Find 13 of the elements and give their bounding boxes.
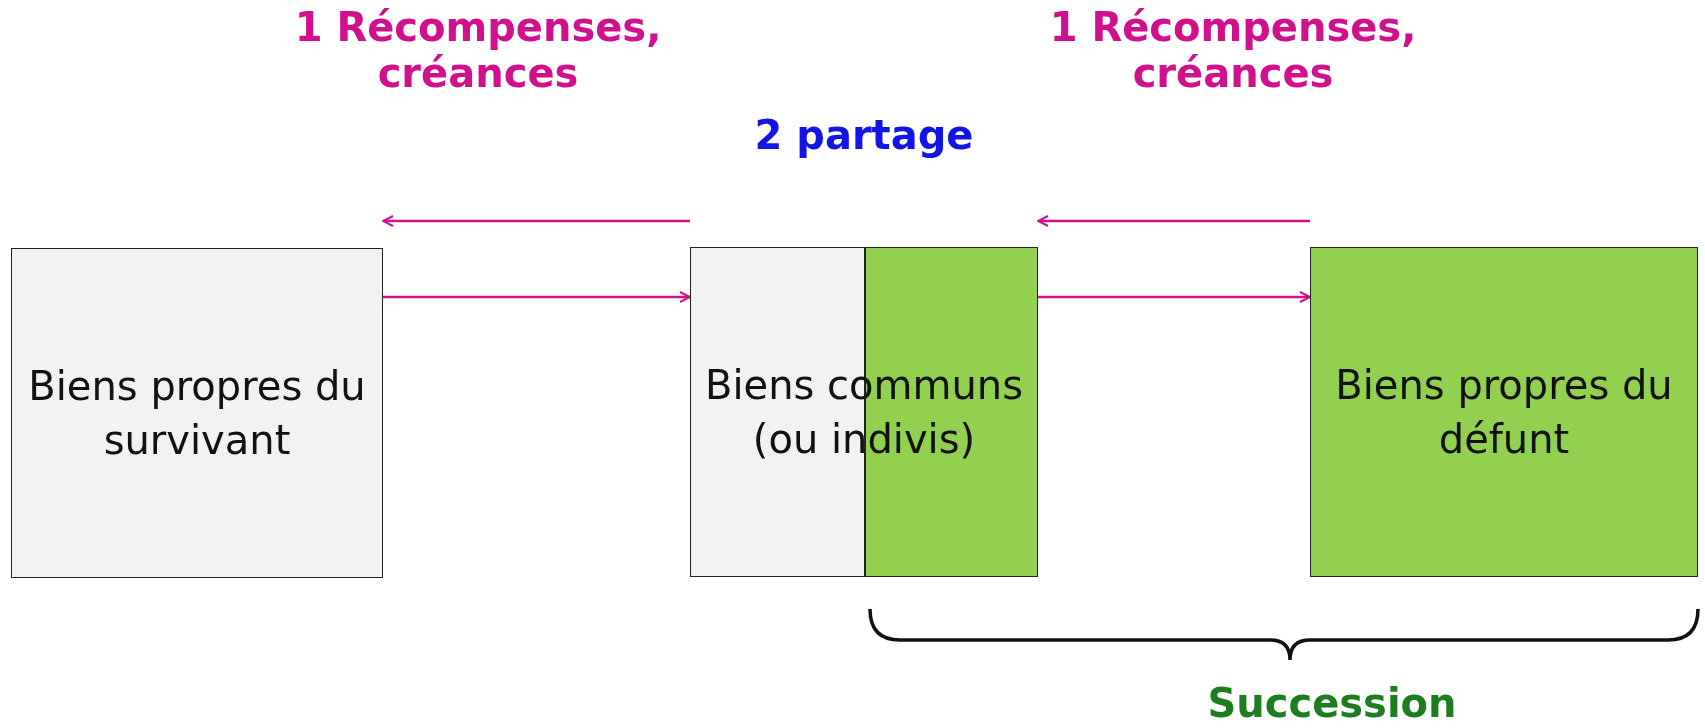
- box-text: Biens propres du défunt: [1334, 361, 1674, 464]
- property-box: [11, 248, 383, 578]
- arrow: [1038, 291, 1311, 303]
- property-box: [690, 247, 1038, 577]
- box-text: Biens propres du survivant: [27, 362, 367, 465]
- arrow: [383, 291, 691, 303]
- annotation-text: Succession: [1206, 680, 1458, 726]
- property-box: [1310, 247, 1698, 577]
- annotation-text: 1 Récompenses, créances: [293, 4, 663, 96]
- annotation-text: 2 partage: [753, 112, 975, 158]
- arrow: [382, 215, 690, 227]
- annotation-text: 1 Récompenses, créances: [1048, 4, 1418, 96]
- arrow: [1037, 215, 1310, 227]
